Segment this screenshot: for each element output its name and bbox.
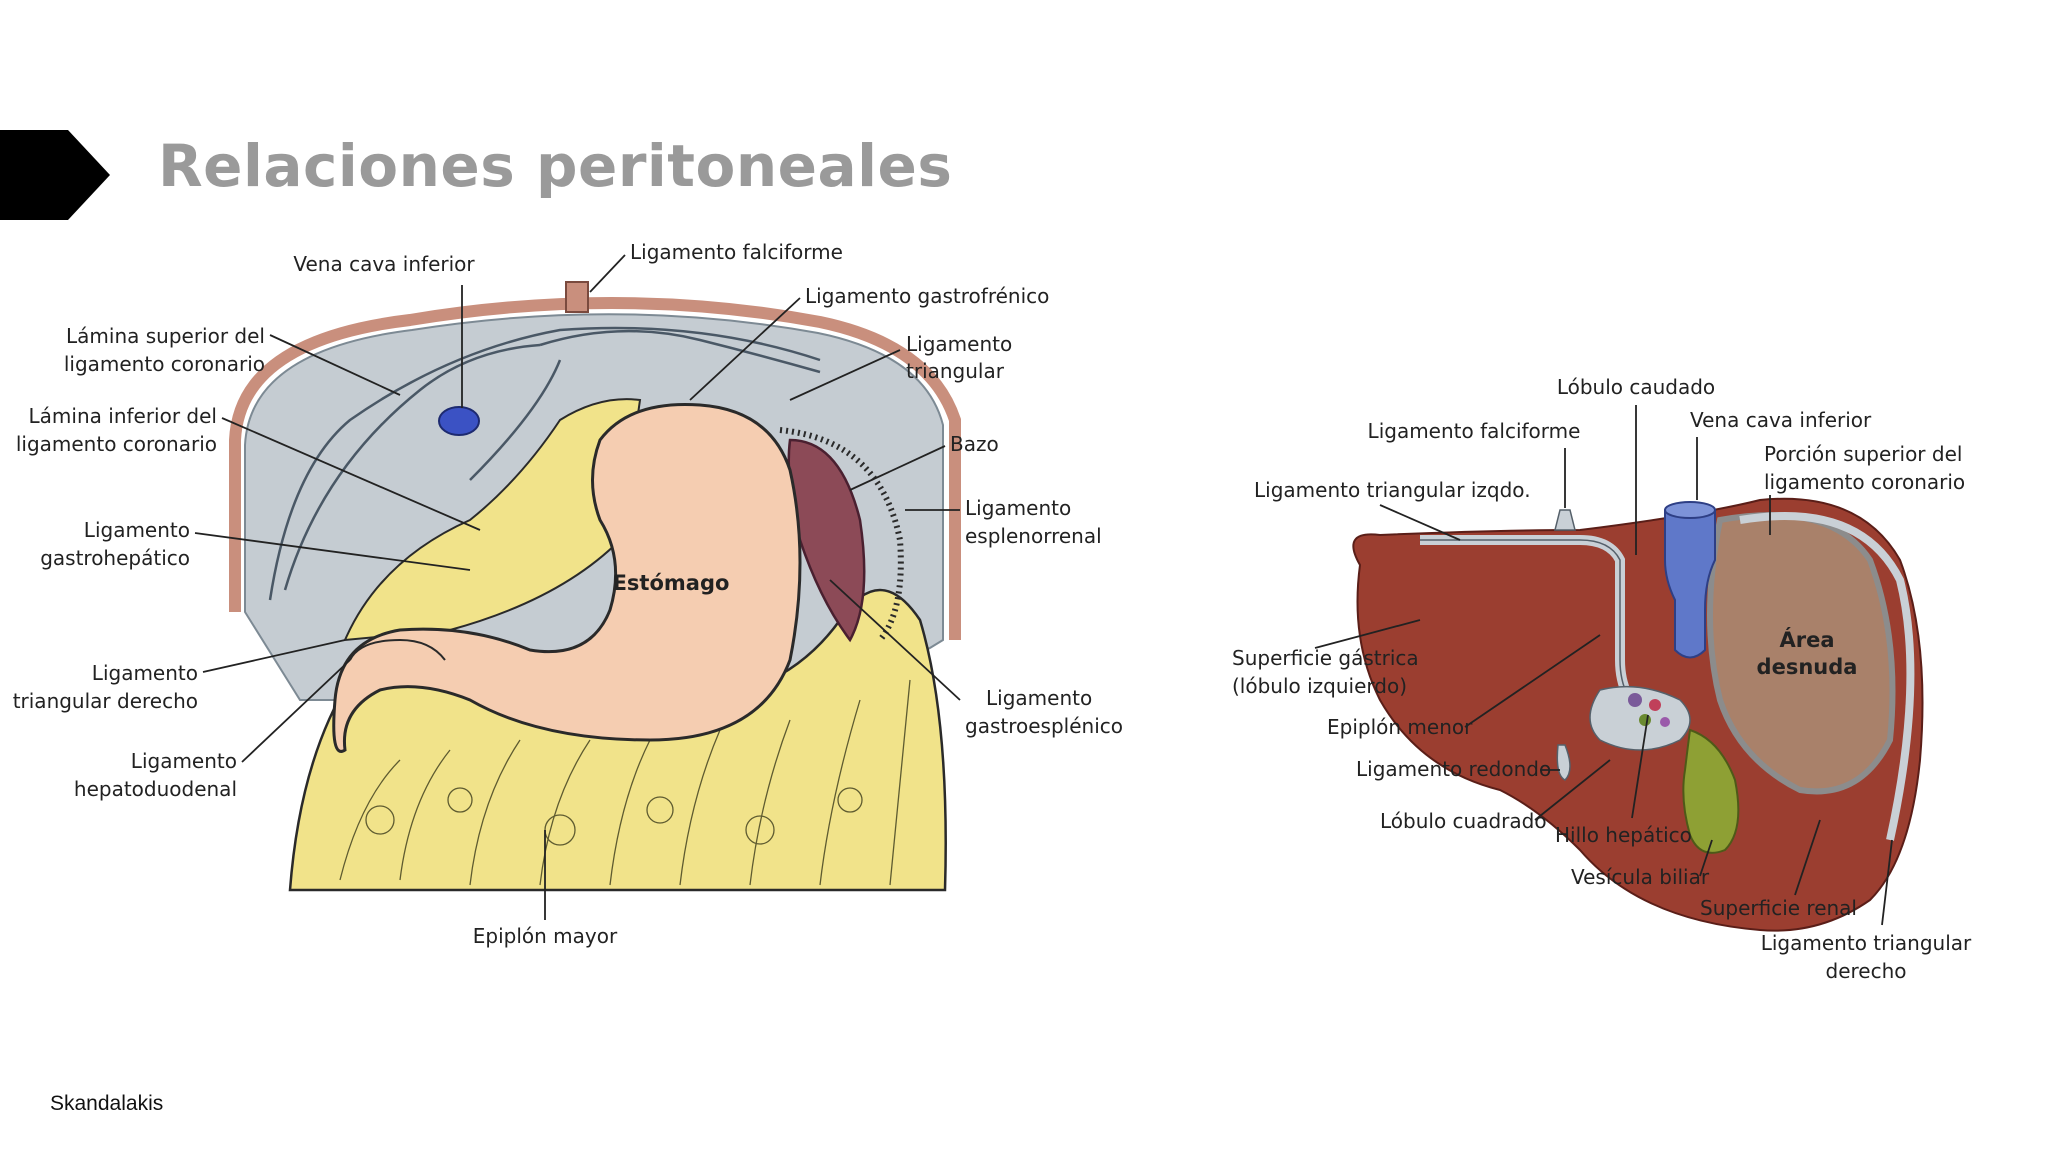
stomach-label: Estómago — [613, 571, 730, 595]
label-hepatoduod-1: Ligamento — [131, 749, 237, 773]
bare-area-label-2: desnuda — [1757, 655, 1858, 679]
label-lam-sup-2: ligamento coronario — [64, 352, 265, 376]
label-tri-der-1: Ligamento — [92, 661, 198, 685]
label-sup-gastrica-2: (lóbulo izquierdo) — [1232, 674, 1407, 698]
source-credit: Skandalakis — [50, 1092, 164, 1115]
label-epiplon-menor: Epiplón menor — [1327, 715, 1473, 739]
label-bazo: Bazo — [950, 432, 999, 456]
bare-area-label-1: Área — [1779, 627, 1834, 652]
label-gastrohep-2: gastrohepático — [40, 546, 190, 570]
label-vena-cava: Vena cava inferior — [293, 252, 475, 276]
label-sup-gastrica-1: Superficie gástrica — [1232, 646, 1419, 670]
label-lobulo-caudado: Lóbulo caudado — [1557, 375, 1715, 399]
label-falciforme: Ligamento falciforme — [630, 240, 843, 264]
left-figure-illustration — [229, 281, 961, 892]
label-tri-izq: Ligamento triangular izqdo. — [1254, 478, 1531, 502]
label-lam-sup-1: Lámina superior del — [66, 324, 265, 348]
label-esplenorrenal-1: Ligamento — [965, 496, 1071, 520]
right-figure-labels: Área desnuda Lóbulo caudado Ligamento fa… — [1232, 375, 1972, 983]
label-r-tri-der-2: derecho — [1826, 959, 1907, 983]
slide-title: Relaciones peritoneales — [158, 132, 953, 200]
label-hepatoduod-2: hepatoduodenal — [74, 777, 237, 801]
label-redondo: Ligamento redondo — [1356, 757, 1551, 781]
label-epiplon-mayor: Epiplón mayor — [473, 924, 618, 948]
label-cuadrado: Lóbulo cuadrado — [1380, 809, 1547, 833]
label-coron-2: ligamento coronario — [1764, 470, 1965, 494]
right-figure-illustration — [1352, 497, 1924, 932]
label-esplenorrenal-2: esplenorrenal — [965, 524, 1102, 548]
label-gastroespl-1: Ligamento — [986, 686, 1092, 710]
label-lam-inf-1: Lámina inferior del — [29, 404, 217, 428]
label-gastrofrenico: Ligamento gastrofrénico — [805, 284, 1049, 308]
title-chevron-icon — [0, 130, 110, 220]
label-r-falciforme: Ligamento falciforme — [1368, 419, 1581, 443]
label-renal: Superficie renal — [1700, 896, 1857, 920]
label-triangular-1: Ligamento — [906, 332, 1012, 356]
label-hilio: Hillo hepático — [1555, 823, 1692, 847]
label-vesicula: Vesícula biliar — [1571, 865, 1710, 889]
left-figure-labels: Estómago Vena cava inferior Ligamento fa… — [13, 240, 1123, 948]
label-gastroespl-2: gastroesplénico — [965, 714, 1123, 738]
label-triangular-2: triangular — [906, 359, 1005, 383]
label-coron-1: Porción superior del — [1764, 442, 1962, 466]
label-r-vena-cava: Vena cava inferior — [1690, 408, 1872, 432]
label-lam-inf-2: ligamento coronario — [16, 432, 217, 456]
label-r-tri-der-1: Ligamento triangular — [1761, 931, 1972, 955]
label-tri-der-2: triangular derecho — [13, 689, 198, 713]
label-gastrohep-1: Ligamento — [84, 518, 190, 542]
